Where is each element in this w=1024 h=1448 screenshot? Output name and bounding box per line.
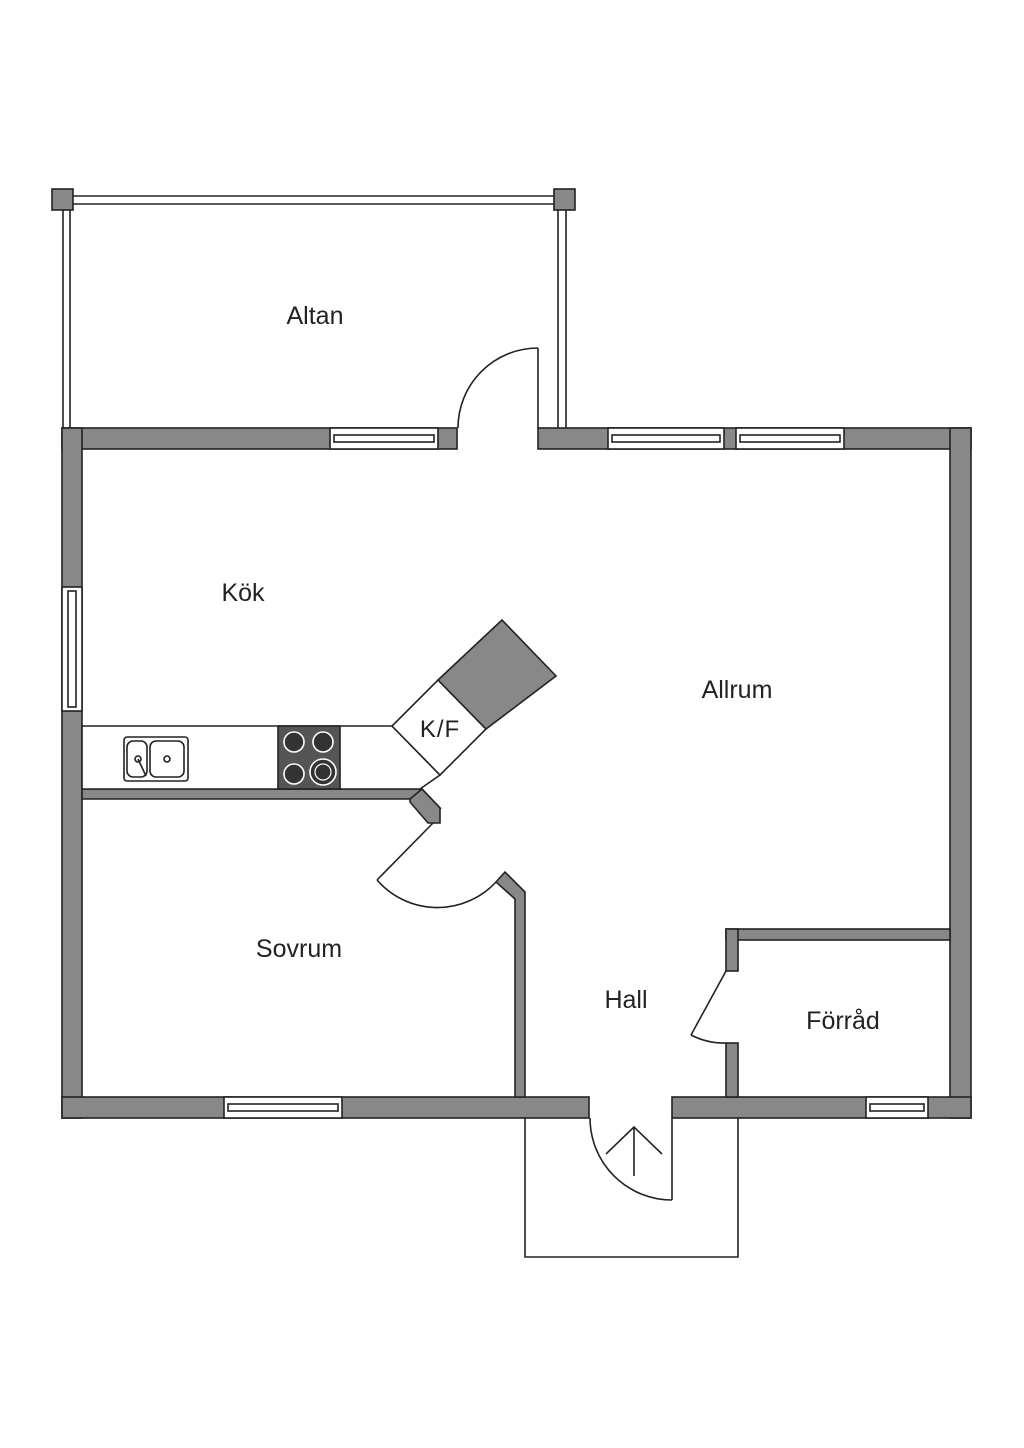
room-label-allrum: Allrum [702,676,773,704]
windows [61,427,929,1119]
terrace-post [51,188,74,211]
interior-walls [81,787,951,1098]
room-label-kok: Kök [221,579,265,607]
window [223,1096,343,1119]
doors [376,347,727,1201]
entrance-arrow-icon [605,1125,663,1176]
window [735,427,845,450]
room-label-forrad: Förråd [806,1007,880,1035]
window [607,427,725,450]
window [61,586,83,712]
fridge-freezer-label: K/F [420,716,460,743]
room-label-altan: Altan [287,302,344,330]
bedroom-door [376,822,497,909]
room-label-hall: Hall [604,986,647,1014]
terrace-post [553,188,576,211]
altan-terrace [51,188,576,428]
window [329,427,439,450]
entrance-door [589,1117,673,1201]
room-label-sovrum: Sovrum [256,935,342,963]
room-labels: Altan Kök Allrum Sovrum Hall Förråd [221,302,879,1035]
window [865,1096,929,1119]
entrance-landing [524,1118,739,1258]
terrace-door [457,347,539,429]
kitchen-cabinet [436,618,558,731]
storage-door [690,970,727,1044]
fridge-freezer: K/F [390,678,488,777]
sink-icon [123,736,189,782]
stove-icon [277,725,341,790]
